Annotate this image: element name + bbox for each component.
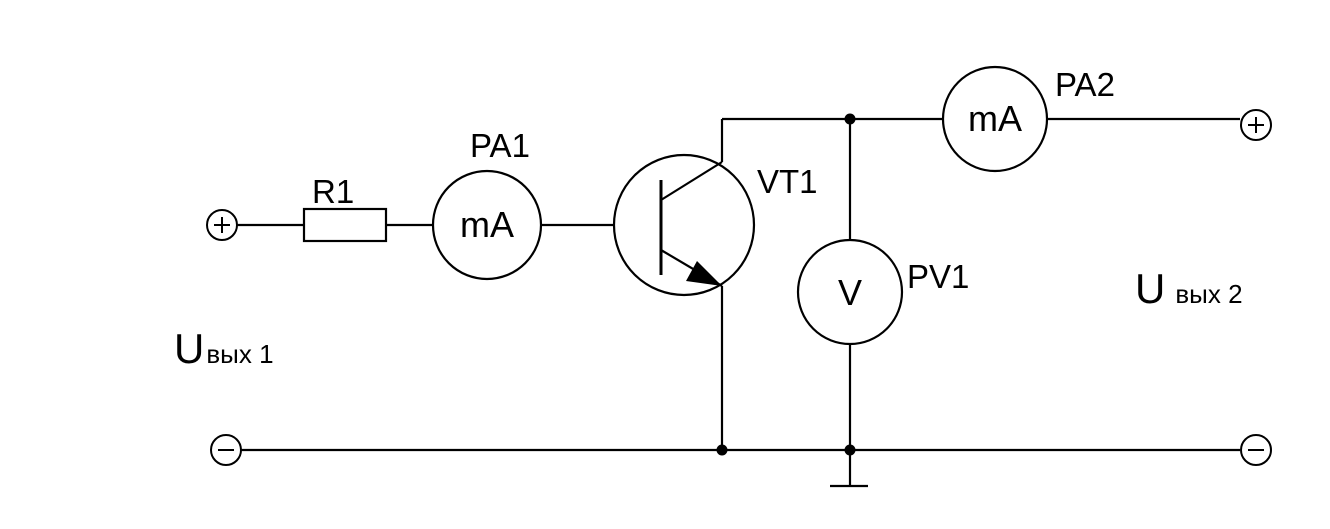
junctions — [716, 113, 856, 456]
u-in-main: U — [174, 325, 204, 372]
pa2-unit: mA — [968, 98, 1022, 139]
u-out-main: U — [1135, 265, 1165, 312]
terminal-output-minus — [1240, 434, 1272, 466]
terminal-input-minus — [210, 434, 242, 466]
u-in-label: Uвых 1 — [174, 325, 274, 372]
ammeter-pa2 — [941, 65, 1049, 173]
terminal-input-plus — [206, 209, 238, 241]
r1-label: R1 — [312, 173, 354, 210]
junction-emitter — [716, 444, 728, 456]
vt1-label: VT1 — [757, 163, 818, 200]
resistor-r1 — [302, 207, 388, 243]
transistor-body — [612, 153, 756, 297]
u-out-sub: вых 2 — [1175, 279, 1242, 309]
wires — [236, 117, 1240, 488]
u-in-sub: вых 1 — [206, 339, 273, 369]
pv1-label: PV1 — [907, 258, 969, 295]
transistor-vt1 — [612, 153, 756, 297]
junction-pv1-bottom — [844, 444, 856, 456]
transistor-collector-lead — [660, 161, 723, 201]
pa1-label: PA1 — [470, 127, 530, 164]
pv1-unit: V — [838, 272, 862, 313]
voltmeter-pv1 — [796, 238, 904, 346]
emitter-arrow-icon — [686, 261, 722, 286]
pa2-label: PA2 — [1055, 66, 1115, 103]
pa1-unit: mA — [460, 204, 514, 245]
ammeter-pa1 — [431, 169, 543, 281]
junction-top — [844, 113, 856, 125]
terminal-output-plus — [1240, 109, 1272, 141]
